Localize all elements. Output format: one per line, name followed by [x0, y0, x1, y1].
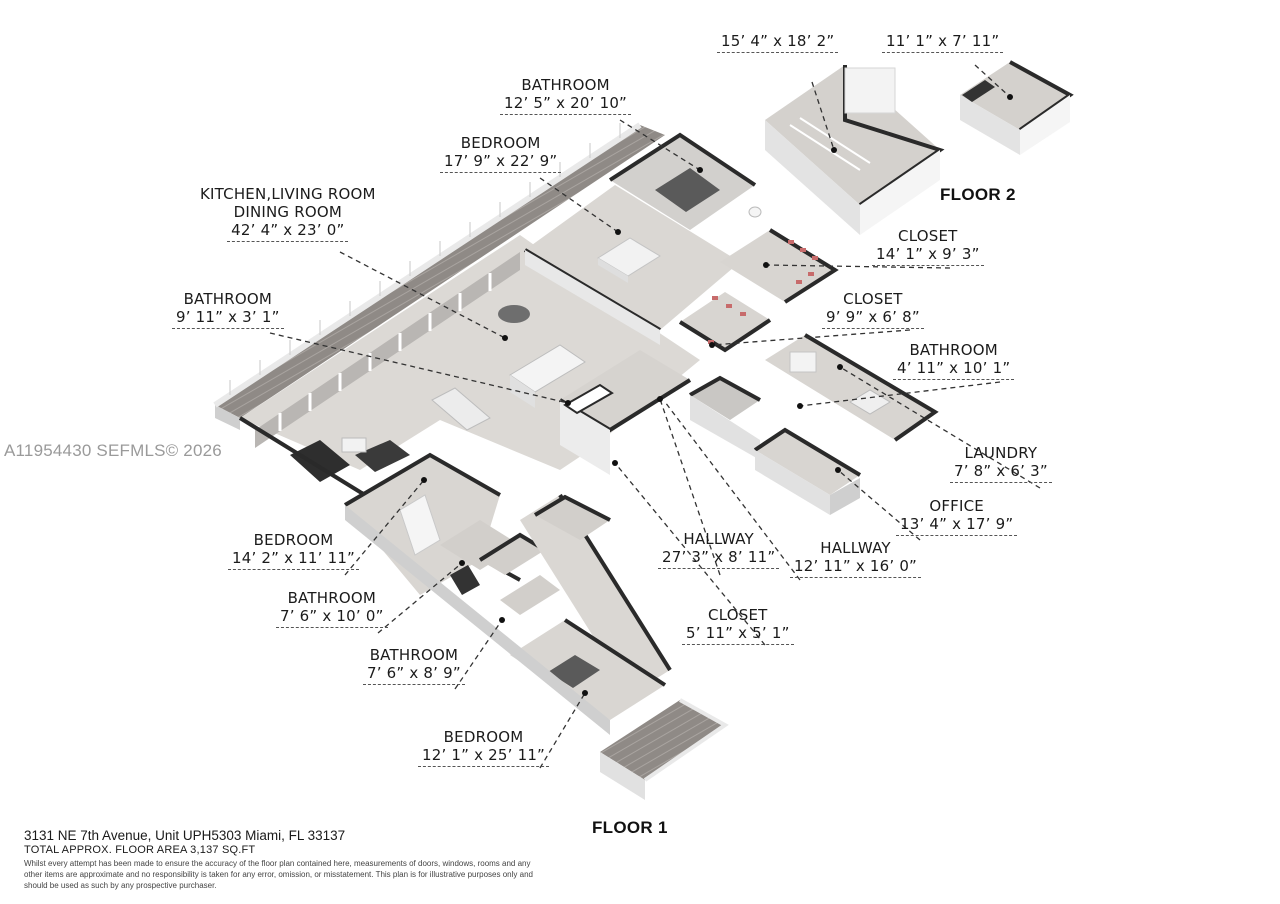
room-name: CLOSET	[708, 606, 768, 624]
label-closet-medium: CLOSET 9’ 9” x 6’ 8”	[822, 290, 924, 329]
room-name: BEDROOM	[460, 134, 541, 152]
label-bathroom-2: BATHROOM 7’ 6” x 10’ 0”	[276, 589, 388, 628]
room-dimensions: 14’ 1” x 9’ 3”	[872, 245, 984, 266]
room-dimensions: 9’ 11” x 3’ 1”	[172, 308, 284, 329]
room-name: BATHROOM	[909, 341, 998, 359]
room-dimensions: 12’ 1” x 25’ 11”	[418, 746, 550, 767]
room-name: BATHROOM	[183, 290, 272, 308]
label-half-bathroom: BATHROOM 9’ 11” x 3’ 1”	[172, 290, 284, 329]
label-bedroom-2: BEDROOM 14’ 2” x 11’ 11”	[228, 531, 360, 570]
total-floor-area: TOTAL APPROX. FLOOR AREA 3,137 SQ.FT	[24, 844, 256, 856]
room-dimensions: 9’ 9” x 6’ 8”	[822, 308, 924, 329]
room-name: BATHROOM	[287, 589, 376, 607]
primary-suite	[523, 132, 762, 345]
floor-1-title: FLOOR 1	[592, 818, 668, 837]
room-dimensions: 14’ 2” x 11’ 11”	[228, 549, 360, 570]
plan-footer: 3131 NE 7th Avenue, Unit UPH5303 Miami, …	[24, 828, 544, 891]
leader-lines	[269, 64, 1041, 769]
room-name: BEDROOM	[443, 728, 524, 746]
label-hallway-main: HALLWAY 27’ 3” x 8’ 11”	[658, 530, 780, 569]
room-name: OFFICE	[929, 497, 984, 515]
room-name: CLOSET	[843, 290, 903, 308]
label-floor2-room: 11’ 1” x 7’ 11”	[882, 32, 1004, 53]
room-dimensions: 7’ 8” x 6’ 3”	[950, 462, 1052, 483]
room-name: BATHROOM	[369, 646, 459, 664]
room-name-line2: DINING ROOM	[233, 203, 343, 221]
label-primary-bathroom: BATHROOM 12’ 5” x 20’ 10”	[500, 76, 632, 115]
room-markers	[421, 94, 1013, 696]
label-closet-small: CLOSET 5’ 11” x 5’ 1”	[682, 606, 794, 645]
room-dimensions: 13’ 4” x 17’ 9”	[896, 515, 1018, 536]
floor2-loft	[765, 65, 945, 235]
balcony-deck	[213, 122, 665, 430]
south-wing	[343, 452, 729, 800]
room-name: KITCHEN,LIVING ROOM	[200, 185, 376, 203]
room-name: BEDROOM	[253, 531, 334, 549]
mls-watermark: A11954430 SEFMLS© 2026	[4, 441, 222, 460]
label-office: OFFICE 13’ 4” x 17’ 9”	[896, 497, 1018, 536]
label-kitchen-living-dining: KITCHEN,LIVING ROOM DINING ROOM 42’ 4” x…	[200, 185, 376, 242]
room-dimensions: 4’ 11” x 10’ 1”	[893, 359, 1015, 380]
room-dimensions: 17’ 9” x 22’ 9”	[440, 152, 562, 173]
label-bathroom-3: BATHROOM 7’ 6” x 8’ 9”	[363, 646, 465, 685]
room-name: BATHROOM	[521, 76, 610, 94]
room-dimensions: 12’ 11” x 16’ 0”	[790, 557, 922, 578]
label-floor2-loft: 15’ 4” x 18’ 2”	[717, 32, 839, 53]
room-dimensions: 11’ 1” x 7’ 11”	[882, 32, 1004, 53]
label-hallway-east: HALLWAY 12’ 11” x 16’ 0”	[790, 539, 922, 578]
label-closet-large: CLOSET 14’ 1” x 9’ 3”	[872, 227, 984, 266]
room-dimensions: 27’ 3” x 8’ 11”	[658, 548, 780, 569]
east-wing	[678, 228, 939, 515]
floor2-room	[960, 60, 1074, 155]
room-dimensions: 12’ 5” x 20’ 10”	[500, 94, 632, 115]
label-laundry: LAUNDRY 7’ 8” x 6’ 3”	[950, 444, 1052, 483]
room-dimensions: 7’ 6” x 10’ 0”	[276, 607, 388, 628]
label-bathroom-small: BATHROOM 4’ 11” x 10’ 1”	[893, 341, 1015, 380]
room-dimensions: 15’ 4” x 18’ 2”	[717, 32, 839, 53]
property-address: 3131 NE 7th Avenue, Unit UPH5303 Miami, …	[24, 828, 346, 843]
room-dimensions: 42’ 4” x 23’ 0”	[227, 221, 349, 242]
floor-2-title: FLOOR 2	[940, 185, 1016, 204]
label-bedroom-3: BEDROOM 12’ 1” x 25’ 11”	[418, 728, 550, 767]
room-name: HALLWAY	[820, 539, 891, 557]
disclaimer-text: Whilst every attempt has been made to en…	[24, 859, 533, 890]
room-name: HALLWAY	[683, 530, 754, 548]
room-dimensions: 5’ 11” x 5’ 1”	[682, 624, 794, 645]
room-name: CLOSET	[898, 227, 958, 245]
hallway-core	[558, 350, 692, 475]
room-name: LAUNDRY	[964, 444, 1038, 462]
label-primary-bedroom: BEDROOM 17’ 9” x 22’ 9”	[440, 134, 562, 173]
room-dimensions: 7’ 6” x 8’ 9”	[363, 664, 465, 685]
